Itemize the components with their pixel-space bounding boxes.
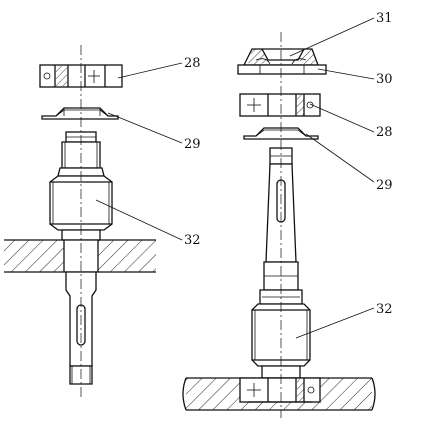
callout-right-32: 32	[376, 302, 393, 317]
left-base-plate	[4, 239, 156, 273]
callout-right-28: 28	[376, 125, 393, 140]
callout-right-30: 30	[376, 72, 393, 87]
leader-right-28	[309, 103, 375, 133]
leader-left-28	[117, 62, 183, 79]
leader-right-32	[295, 307, 375, 339]
left-assembly: 28 29 32	[4, 45, 201, 398]
callout-left-29: 29	[184, 137, 201, 152]
right-washer-29	[243, 127, 319, 140]
right-base-plate	[182, 377, 376, 411]
callout-right-31: 31	[376, 11, 393, 26]
leader-right-31	[289, 17, 375, 57]
left-washer-29	[41, 107, 119, 120]
callout-left-28: 28	[184, 56, 201, 71]
callout-right-29: 29	[376, 178, 393, 193]
leader-left-29	[107, 112, 183, 144]
right-assembly: 31 30 28 29 32	[182, 11, 393, 418]
right-nut-28	[239, 93, 321, 117]
right-seal-30	[237, 64, 327, 75]
leader-right-29	[305, 133, 375, 183]
leader-right-30	[317, 68, 375, 80]
callout-left-32: 32	[184, 233, 201, 248]
leader-left-32	[95, 199, 183, 241]
